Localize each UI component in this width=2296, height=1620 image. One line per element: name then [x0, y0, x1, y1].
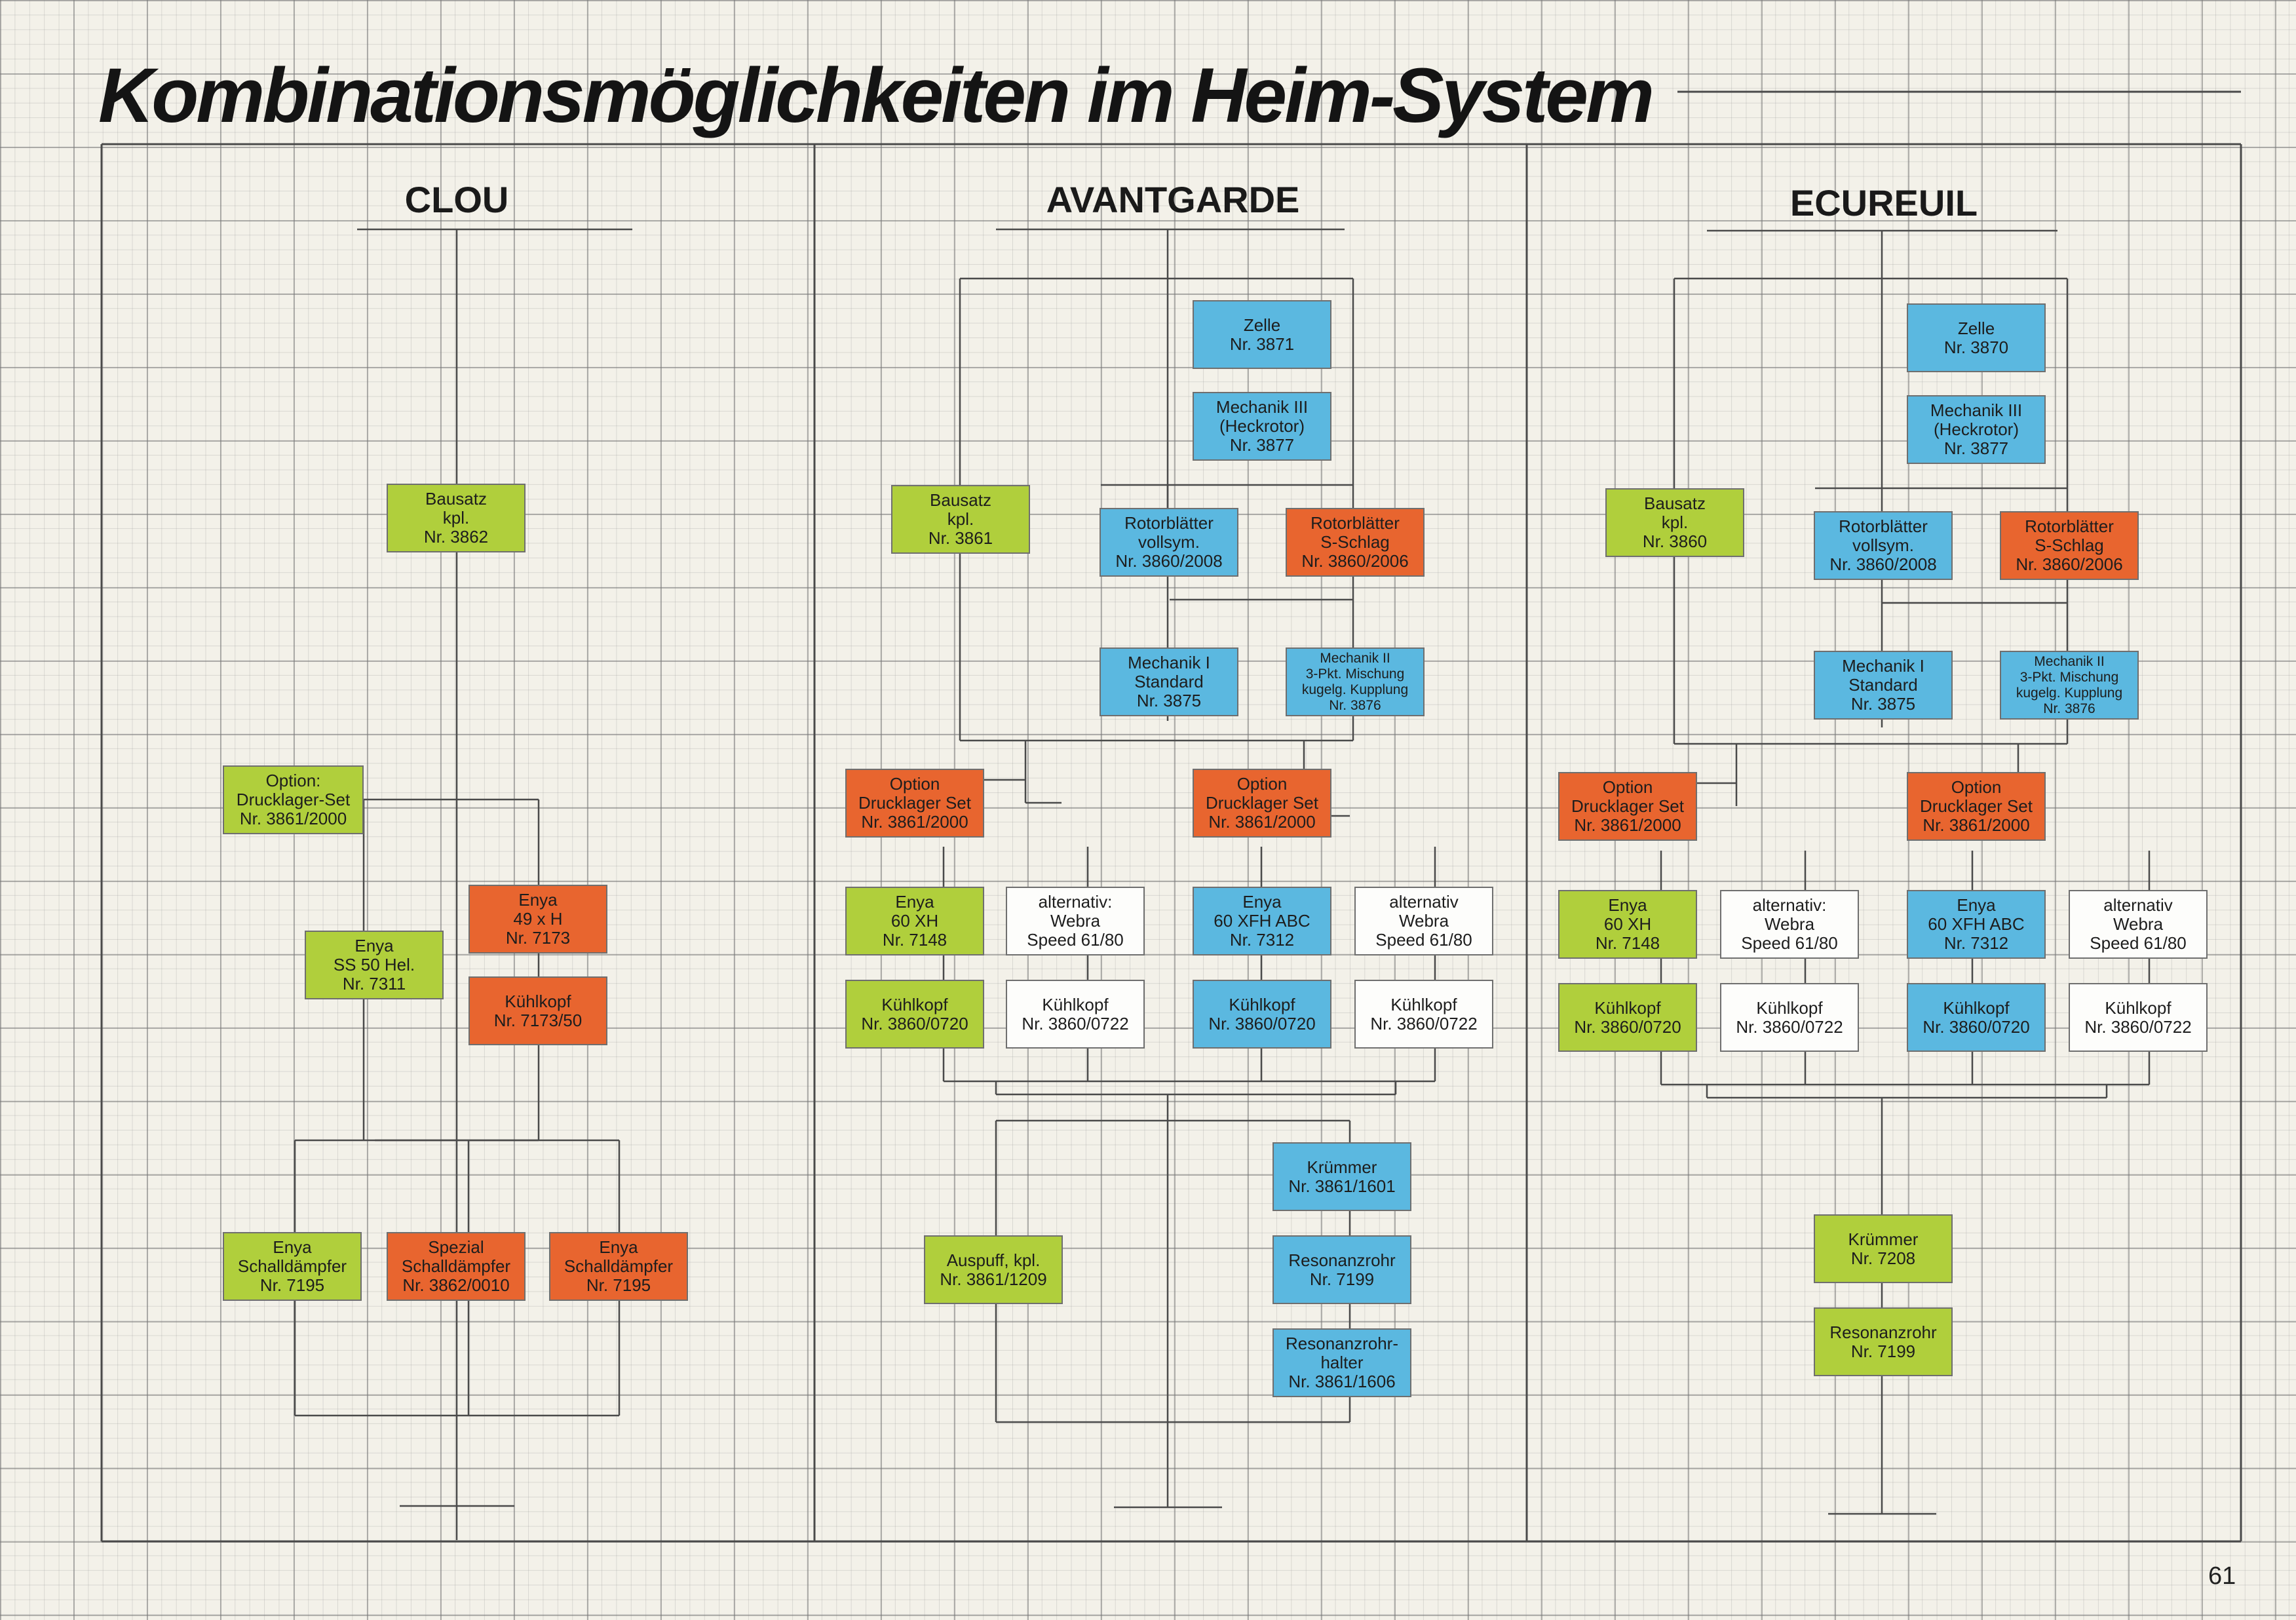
ecureuil-rotorblaetter-s-schlag-box: Rotorblätter S-Schlag Nr. 3860/2006 [2000, 511, 2139, 580]
avantgarde-auspuff-box: Auspuff, kpl. Nr. 3861/1209 [924, 1235, 1063, 1304]
avantgarde-rotorblaetter-vollsym-box: Rotorblätter vollsym. Nr. 3860/2008 [1100, 508, 1238, 577]
avantgarde-enya-60xfh-abc-box: Enya 60 XFH ABC Nr. 7312 [1193, 887, 1331, 955]
clou-enya-49-box: Enya 49 x H Nr. 7173 [469, 885, 607, 954]
ecureuil-bausatz-box: Bausatz kpl. Nr. 3860 [1605, 488, 1744, 557]
ecureuil-kuehlkopf-3-box: Kühlkopf Nr. 3860/0720 [1907, 983, 2046, 1052]
avantgarde-option-drucklager-1-box: Option Drucklager Set Nr. 3861/2000 [845, 769, 984, 838]
ecureuil-resonanzrohr-box: Resonanzrohr Nr. 7199 [1814, 1307, 1953, 1376]
ecureuil-alternativ-webra-2-box: alternativ Webra Speed 61/80 [2069, 890, 2208, 959]
column-title-clou: CLOU [404, 179, 509, 220]
avantgarde-mechanik-2-box: Mechanik II 3-Pkt. Mischung kugelg. Kupp… [1286, 647, 1425, 716]
avantgarde-enya-60xh-box: Enya 60 XH Nr. 7148 [845, 887, 984, 955]
avantgarde-resonanzrohr-halter-box: Resonanzrohr- halter Nr. 3861/1606 [1272, 1328, 1411, 1397]
clou-option-drucklager-box: Option: Drucklager-Set Nr. 3861/2000 [223, 765, 364, 834]
clou-kuehlkopf-box: Kühlkopf Nr. 7173/50 [469, 976, 607, 1045]
ecureuil-kuehlkopf-4-box: Kühlkopf Nr. 3860/0722 [2069, 983, 2208, 1052]
ecureuil-enya-60xfh-abc-box: Enya 60 XFH ABC Nr. 7312 [1907, 890, 2046, 959]
ecureuil-mechanik-3-box: Mechanik III (Heckrotor) Nr. 3877 [1907, 395, 2046, 464]
clou-enya-schalldaempfer-orange-box: Enya Schalldämpfer Nr. 7195 [549, 1232, 688, 1301]
avantgarde-bausatz-box: Bausatz kpl. Nr. 3861 [891, 485, 1030, 554]
ecureuil-enya-60xh-box: Enya 60 XH Nr. 7148 [1558, 890, 1697, 959]
avantgarde-mechanik-3-box: Mechanik III (Heckrotor) Nr. 3877 [1193, 392, 1331, 461]
clou-enya-ss50-box: Enya SS 50 Hel. Nr. 7311 [305, 931, 444, 999]
ecureuil-rotorblaetter-vollsym-box: Rotorblätter vollsym. Nr. 3860/2008 [1814, 511, 1953, 580]
avantgarde-kuehlkopf-2-box: Kühlkopf Nr. 3860/0722 [1006, 980, 1145, 1049]
ecureuil-option-drucklager-2-box: Option Drucklager Set Nr. 3861/2000 [1907, 772, 2046, 841]
avantgarde-alternativ-webra-1-box: alternativ: Webra Speed 61/80 [1006, 887, 1145, 955]
ecureuil-mechanik-2-box: Mechanik II 3-Pkt. Mischung kugelg. Kupp… [2000, 651, 2139, 720]
avantgarde-resonanzrohr-box: Resonanzrohr Nr. 7199 [1272, 1235, 1411, 1304]
page-title: Kombinationsmöglichkeiten im Heim-System [98, 52, 1655, 139]
column-title-avantgarde: AVANTGARDE [1046, 179, 1300, 220]
clou-enya-schalldaempfer-green-box: Enya Schalldämpfer Nr. 7195 [223, 1232, 362, 1301]
ecureuil-zelle-box: Zelle Nr. 3870 [1907, 303, 2046, 372]
ecureuil-mechanik-1-box: Mechanik I Standard Nr. 3875 [1814, 651, 1953, 720]
ecureuil-option-drucklager-1-box: Option Drucklager Set Nr. 3861/2000 [1558, 772, 1697, 841]
page-number: 61 [2208, 1562, 2236, 1590]
ecureuil-kuehlkopf-1-box: Kühlkopf Nr. 3860/0720 [1558, 983, 1697, 1052]
avantgarde-kruemmer-box: Krümmer Nr. 3861/1601 [1272, 1142, 1411, 1211]
avantgarde-kuehlkopf-1-box: Kühlkopf Nr. 3860/0720 [845, 980, 984, 1049]
avantgarde-rotorblaetter-s-schlag-box: Rotorblätter S-Schlag Nr. 3860/2006 [1286, 508, 1425, 577]
avantgarde-kuehlkopf-3-box: Kühlkopf Nr. 3860/0720 [1193, 980, 1331, 1049]
avantgarde-mechanik-1-box: Mechanik I Standard Nr. 3875 [1100, 647, 1238, 716]
avantgarde-connectors [942, 228, 1436, 1509]
avantgarde-kuehlkopf-4-box: Kühlkopf Nr. 3860/0722 [1354, 980, 1493, 1049]
avantgarde-alternativ-webra-2-box: alternativ Webra Speed 61/80 [1354, 887, 1493, 955]
column-title-ecureuil: ECUREUIL [1789, 182, 1978, 223]
avantgarde-option-drucklager-2-box: Option Drucklager Set Nr. 3861/2000 [1193, 769, 1331, 838]
ecureuil-kuehlkopf-2-box: Kühlkopf Nr. 3860/0722 [1720, 983, 1859, 1052]
ecureuil-alternativ-webra-1-box: alternativ: Webra Speed 61/80 [1720, 890, 1859, 959]
clou-bausatz-box: Bausatz kpl. Nr. 3862 [387, 484, 526, 552]
clou-spezial-schalldaempfer-box: Spezial Schalldämpfer Nr. 3862/0010 [387, 1232, 526, 1301]
avantgarde-zelle-box: Zelle Nr. 3871 [1193, 300, 1331, 369]
ecureuil-kruemmer-box: Krümmer Nr. 7208 [1814, 1214, 1953, 1283]
